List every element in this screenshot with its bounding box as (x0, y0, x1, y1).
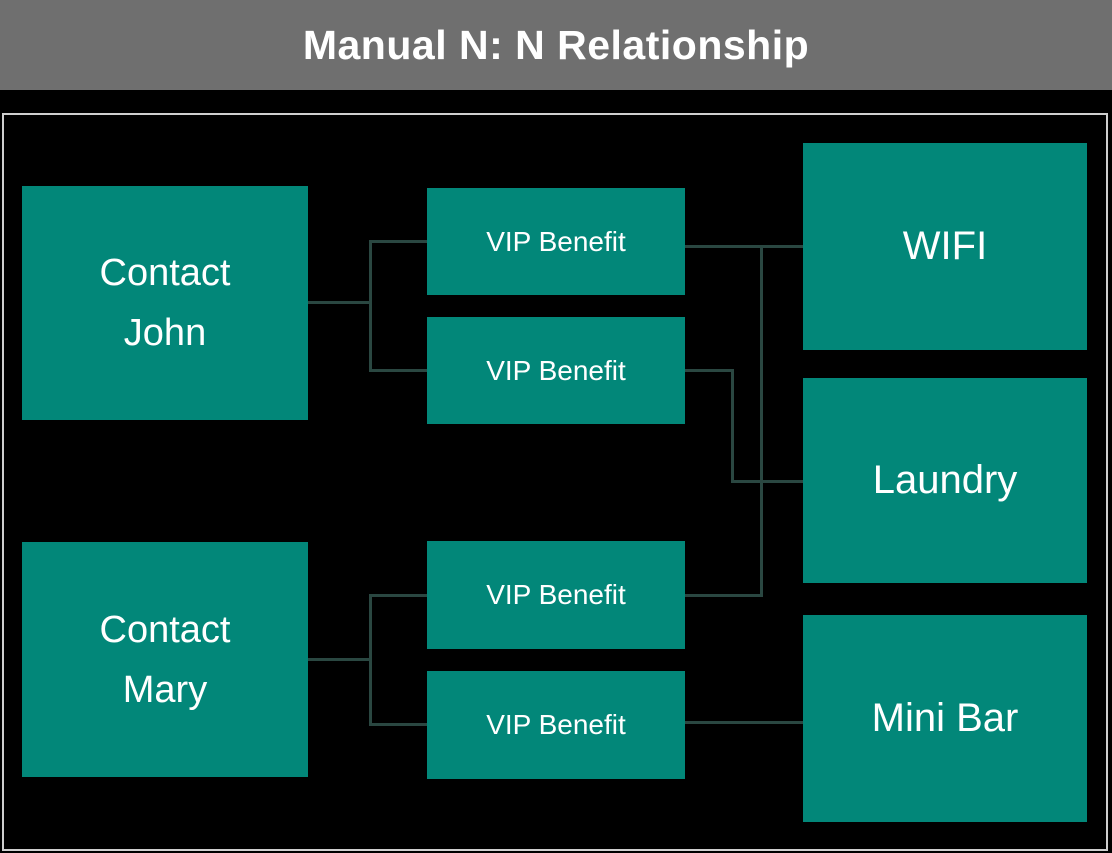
connector-mary-benefit-4 (369, 723, 427, 726)
node-vip-benefit-2: VIP Benefit (427, 317, 685, 424)
node-mini-bar: Mini Bar (803, 615, 1087, 822)
node-label: WIFI (902, 224, 988, 268)
node-vip-benefit-4: VIP Benefit (427, 671, 685, 779)
node-contact-mary: Contact Mary (22, 542, 308, 777)
connector-mary-stem (308, 658, 372, 661)
connector-john-benefit-2 (369, 369, 427, 372)
node-label-line: John (123, 312, 207, 354)
connector-mary-benefit-3 (369, 594, 427, 597)
connector-benefit-3-wifi-horizontal (685, 594, 763, 597)
node-label: VIP Benefit (486, 579, 626, 610)
node-contact-john: Contact John (22, 186, 308, 420)
node-label: VIP Benefit (486, 354, 626, 386)
node-label-line: Contact (99, 608, 231, 651)
connector-benefit-4-minibar (685, 721, 803, 724)
connector-mary-branch-vertical (369, 594, 372, 726)
node-vip-benefit-1: VIP Benefit (427, 188, 685, 295)
connector-benefit-1-wifi (685, 245, 803, 248)
connector-benefit-2-laundry-h1 (685, 369, 734, 372)
node-label: Laundry (872, 458, 1018, 502)
node-label: VIP Benefit (486, 709, 626, 740)
header-bar: Manual N: N Relationship (0, 0, 1112, 90)
connector-benefit-2-laundry-h2 (731, 480, 803, 483)
connector-john-branch-vertical (369, 240, 372, 372)
connector-benefit-3-wifi-vertical (760, 245, 763, 597)
node-wifi: WIFI (803, 143, 1087, 350)
node-laundry: Laundry (803, 378, 1087, 583)
connector-benefit-2-laundry-vertical (731, 369, 734, 483)
node-label: Mini Bar (871, 696, 1019, 740)
node-label: VIP Benefit (486, 225, 626, 257)
node-label-line: Mary (122, 668, 208, 711)
page-title: Manual N: N Relationship (302, 21, 810, 68)
connector-john-stem (308, 301, 372, 304)
node-label-line: Contact (99, 252, 231, 294)
connector-john-benefit-1 (369, 240, 427, 243)
node-vip-benefit-3: VIP Benefit (427, 541, 685, 649)
